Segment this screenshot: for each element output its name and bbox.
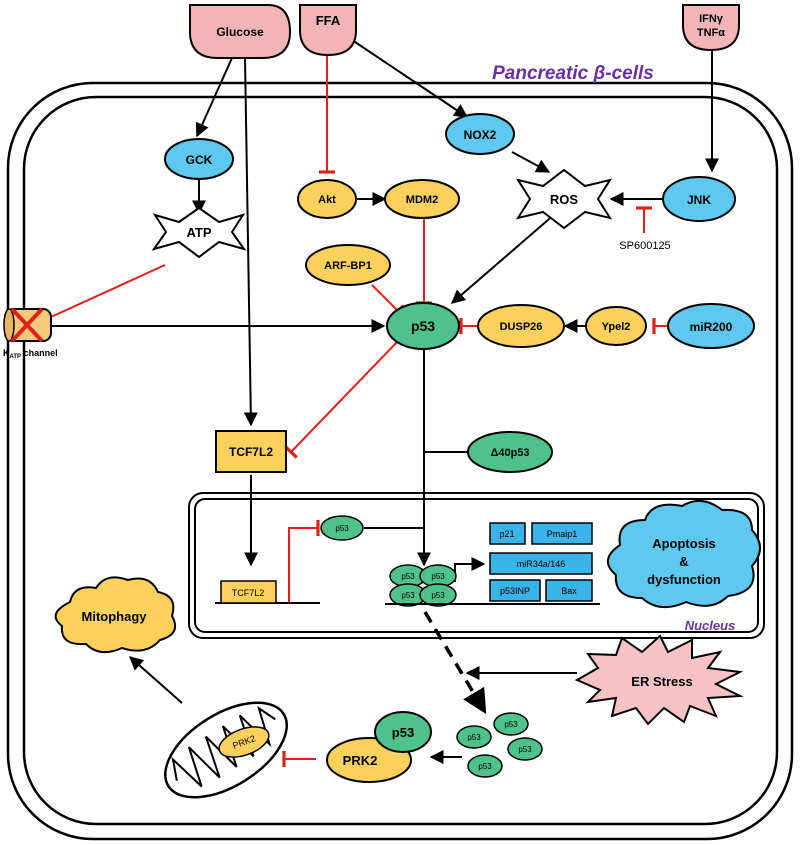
atp-node: ATP: [151, 206, 247, 259]
akt-node: Akt: [297, 179, 357, 219]
edge-ffa-nox2: [351, 39, 469, 118]
cell-membrane-outer: [6, 81, 794, 841]
p53-tetramer: p53 p53 p53 p53: [389, 564, 457, 607]
tetramer-p53: p53: [431, 591, 445, 600]
edge-nuclear-export: [423, 611, 487, 715]
d40p53-label: Δ40p53: [490, 447, 529, 459]
mdm2-label: MDM2: [406, 194, 438, 206]
cyto-p53: p53: [504, 720, 518, 729]
small-p53: p53: [320, 515, 364, 541]
tcf7l2-gene: TCF7L2: [220, 580, 277, 604]
glucose-node: Glucose: [189, 4, 292, 59]
edge-nox2-ros: [511, 151, 551, 173]
er-stress-node: ER Stress: [574, 634, 744, 726]
tetramer-p53: p53: [401, 572, 415, 581]
apoptosis-line2: &: [679, 554, 688, 569]
nucleus-outer: [188, 492, 765, 639]
ypel2-label: Ypel2: [602, 321, 631, 333]
gene-pmaip1-label: Pmaip1: [547, 529, 578, 539]
atp-label: ATP: [186, 225, 211, 240]
arfbp1-node: ARF-BP1: [305, 244, 391, 286]
ypel2-node: Ypel2: [585, 306, 647, 346]
tcf7l2-gene-label: TCF7L2: [232, 588, 265, 598]
mitophagy-label: Mitophagy: [82, 609, 148, 624]
edge-glucose-gck: [195, 57, 233, 138]
jnk-node: JNK: [662, 176, 736, 222]
jnk-label: JNK: [687, 193, 711, 207]
tnf-label: TNFα: [697, 27, 725, 39]
tcf7l2-node: TCF7L2: [215, 430, 287, 473]
gene-p21-label: p21: [499, 529, 514, 539]
gene-p21: [489, 522, 526, 545]
tetramer-p53: p53: [431, 572, 445, 581]
mdm2-node: MDM2: [384, 179, 460, 219]
dusp26-label: DUSP26: [500, 321, 543, 333]
connectors: [35, 39, 719, 767]
nucleus-title: Nucleus: [685, 618, 736, 633]
arfbp1-label: ARF-BP1: [324, 260, 372, 272]
katp-channel: KATP channel: [3, 307, 58, 360]
tcf7l2-label: TCF7L2: [229, 445, 273, 459]
cyto-p53: p53: [467, 733, 481, 742]
dusp26-node: DUSP26: [477, 304, 565, 348]
nox2-label: NOX2: [464, 128, 497, 142]
ffa-label: FFA: [316, 13, 341, 28]
edge-gene-smallp53: [288, 520, 320, 602]
prk2-p53-label: p53: [392, 725, 414, 740]
gene-bax: [545, 579, 593, 602]
edge-mito-mitophagy: [128, 656, 183, 704]
glucose-label: Glucose: [216, 25, 264, 39]
prk2-label: PRK2: [343, 753, 378, 768]
gene-mir34: [489, 552, 593, 575]
gck-label: GCK: [186, 153, 213, 167]
cytoplasmic-p53-group: p53 p53 p53 p53: [456, 712, 543, 778]
cell-membrane-inner: [22, 95, 779, 826]
er-stress-label: ER Stress: [631, 674, 692, 689]
p53-node: p53: [386, 302, 460, 350]
edge-tetramer-targets: [454, 557, 486, 582]
apoptosis-line1: Apoptosis: [652, 536, 716, 551]
cyto-p53: p53: [518, 745, 532, 754]
nox2-node: NOX2: [445, 113, 515, 155]
ros-node: ROS: [515, 168, 613, 230]
small-p53-label: p53: [335, 524, 349, 533]
ifn-label: IFNγ: [699, 13, 724, 25]
sp600125-label: SP600125: [619, 240, 670, 252]
mitophagy-cloud: Mitophagy: [54, 576, 176, 654]
ffa-node: FFA: [299, 4, 357, 57]
cyto-p53: p53: [478, 762, 492, 771]
edge-p53-tcf7l2: [284, 340, 399, 459]
gene-p53inp-label: p53INP: [500, 586, 530, 596]
edge-arfbp1-p53: [371, 284, 405, 318]
cell-title: Pancreatic β-cells: [492, 63, 654, 84]
mir200-node: miR200: [667, 303, 755, 349]
nucleus-inner: [194, 498, 759, 633]
gene-bax-label: Bax: [561, 586, 577, 596]
katp-label: KATP channel: [3, 348, 58, 360]
ros-label: ROS: [550, 192, 579, 207]
apoptosis-line3: dysfunction: [647, 572, 721, 587]
apoptosis-cloud: Apoptosis & dysfunction: [607, 499, 761, 609]
gene-p53inp: [489, 579, 541, 602]
tetramer-p53: p53: [401, 591, 415, 600]
mitochondrion: PRK2: [164, 701, 288, 799]
gene-pmaip1: [531, 522, 593, 545]
gene-mir34-label: miR34a/146: [517, 559, 566, 569]
d40p53-node: Δ40p53: [467, 431, 553, 473]
edge-atp-katp: [35, 264, 166, 330]
p53-label: p53: [411, 318, 435, 334]
edge-ros-p53: [450, 212, 557, 304]
akt-label: Akt: [318, 194, 336, 206]
target-genes: p21 Pmaip1 miR34a/146 p53INP Bax: [489, 522, 593, 602]
edge-glucose-tcf7l2: [243, 57, 258, 427]
mir200-label: miR200: [690, 320, 733, 334]
gck-node: GCK: [164, 138, 234, 180]
prk2-complex: PRK2 p53: [326, 711, 432, 783]
ifn-tnf-node: IFNγ TNFα: [682, 4, 740, 52]
